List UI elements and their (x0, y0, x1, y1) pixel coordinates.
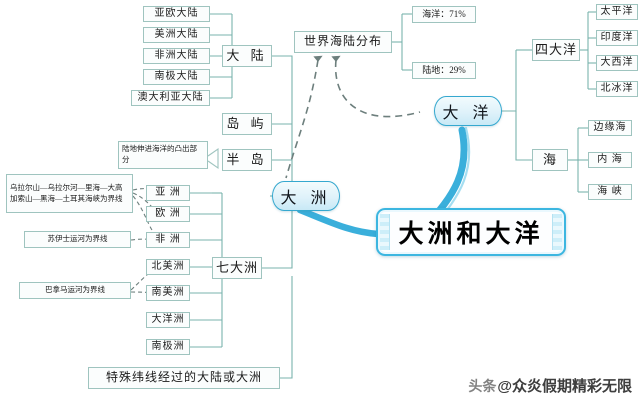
ocean-item-pacific[interactable]: 太平洋 (596, 4, 638, 20)
node-world-land-sea-distribution[interactable]: 世界海陆分布 (294, 31, 392, 53)
node-special-latitudes[interactable]: 特殊纬线经过的大陆或大洲 (88, 367, 280, 389)
watermark-prefix: 头条 (468, 378, 497, 394)
mainland-item-aodaliya[interactable]: 澳大利亚大陆 (131, 90, 210, 106)
distribution-land-percent[interactable]: 陆地：29% (412, 62, 476, 79)
mainland-item-yaou[interactable]: 亚欧大陆 (143, 6, 210, 22)
peninsula-note: 陆地伸进海洋的凸出部分 (118, 141, 208, 169)
continent-item-antarctica[interactable]: 南极洲 (146, 339, 190, 355)
continent-item-europe[interactable]: 欧 洲 (146, 206, 190, 222)
node-continents-main[interactable]: 大 洲 (272, 181, 340, 211)
node-sea[interactable]: 海 (532, 149, 568, 171)
continent-item-south-america[interactable]: 南美洲 (146, 285, 190, 301)
central-node[interactable]: 大洲和大洋 (376, 208, 566, 256)
central-ridge-left (380, 214, 390, 250)
ocean-item-indian[interactable]: 印度洋 (596, 30, 638, 46)
watermark-handle: @众炎假期精彩无限 (497, 378, 632, 395)
seven-note-panama-boundary: 巴拿马运河为界线 (19, 282, 131, 299)
mainland-item-nanji[interactable]: 南极大陆 (143, 69, 210, 85)
node-four-oceans[interactable]: 四大洋 (532, 39, 580, 61)
seven-note-asia-europe-boundary: 乌拉尔山—乌拉尔河—里海—大高加索山—黑海—土耳其海峡为界线 (6, 174, 133, 213)
central-ridge-right (552, 214, 562, 250)
ocean-item-arctic[interactable]: 北冰洋 (596, 81, 638, 97)
sea-item-marginal[interactable]: 边缘海 (588, 120, 632, 136)
sea-item-inland[interactable]: 内 海 (588, 152, 632, 168)
mainland-item-meizhou[interactable]: 美洲大陆 (143, 27, 210, 43)
continent-item-africa[interactable]: 非 洲 (146, 232, 190, 248)
central-node-label: 大洲和大洋 (398, 221, 544, 248)
node-peninsula[interactable]: 半 岛 (222, 149, 272, 171)
continent-item-north-america[interactable]: 北美洲 (146, 259, 190, 275)
watermark: 头条@众炎假期精彩无限 (468, 375, 632, 396)
seven-note-suez-boundary: 苏伊士运河为界线 (24, 231, 131, 248)
node-mainland[interactable]: 大 陆 (222, 45, 272, 67)
distribution-ocean-percent[interactable]: 海洋：71% (412, 6, 476, 23)
node-islands[interactable]: 岛 屿 (222, 113, 272, 135)
ocean-item-atlantic[interactable]: 大西洋 (596, 55, 638, 71)
mainland-item-feizhou[interactable]: 非洲大陆 (143, 48, 210, 64)
continent-item-oceania[interactable]: 大洋洲 (146, 312, 190, 328)
node-oceans-main[interactable]: 大 洋 (434, 96, 502, 126)
sea-item-strait[interactable]: 海 峡 (588, 184, 632, 200)
continent-item-asia[interactable]: 亚 洲 (146, 185, 190, 201)
node-seven-continents[interactable]: 七大洲 (212, 257, 262, 279)
